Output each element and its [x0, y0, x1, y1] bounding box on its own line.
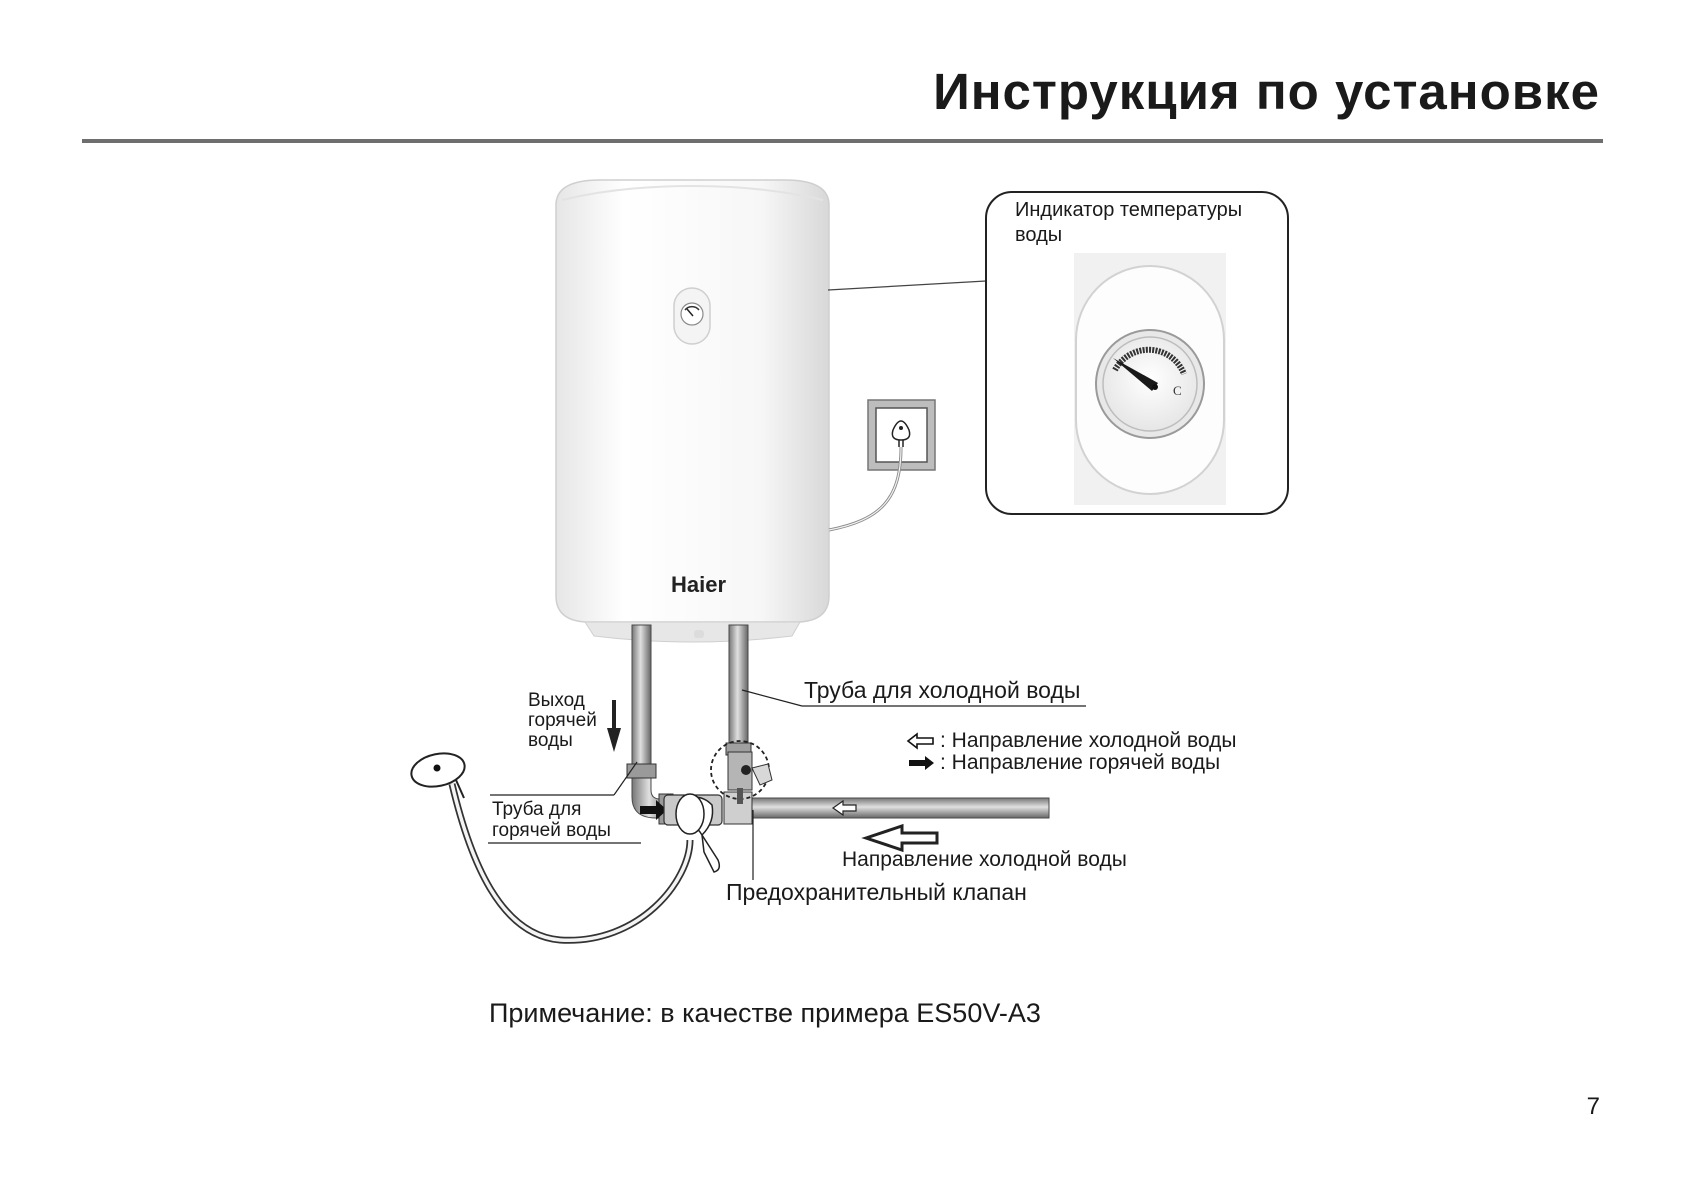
hot-outlet-arrow-icon [607, 700, 621, 752]
hot-pipe-label-line1: Труба для [492, 800, 581, 820]
tank-dial-icon [674, 288, 710, 344]
cold-water-pipe [726, 625, 751, 760]
footer-note: Примечание: в качестве примера ES50V-A3 [489, 998, 1041, 1029]
hot-water-pipe [627, 625, 673, 824]
dial-unit-label: C [1173, 380, 1182, 402]
cold-pipe-leader [742, 690, 802, 706]
brand-logo: Haier [671, 574, 726, 596]
cold-direction-arrow-icon [866, 826, 937, 850]
filled-arrow-right-icon [906, 754, 936, 772]
outline-arrow-left-icon [906, 732, 936, 750]
cold-pipe-label: Труба для холодной воды [804, 678, 1080, 702]
legend-hot-text: : Направление горячей воды [940, 752, 1220, 774]
safety-valve-label: Предохранительный клапан [726, 880, 1027, 904]
indicator-label-line2: воды [1015, 224, 1062, 246]
temperature-dial-icon [1096, 330, 1204, 438]
page-number: 7 [1587, 1093, 1600, 1121]
power-socket-icon [829, 400, 935, 530]
hot-outlet-label-line1: Выход [528, 691, 585, 711]
hot-outlet-label-line3: воды [528, 731, 573, 751]
legend-cold: : Направление холодной воды [906, 730, 1236, 752]
hot-outlet-label-line2: горячей [528, 711, 597, 731]
mixer-faucet-icon [664, 794, 722, 872]
callout-line [828, 281, 986, 290]
cold-supply-pipe [724, 792, 1049, 824]
indicator-label-line1: Индикатор температуры [1015, 199, 1242, 221]
legend-cold-text: : Направление холодной воды [940, 730, 1236, 752]
legend-hot: : Направление горячей воды [906, 752, 1220, 774]
cold-direction-label: Направление холодной воды [842, 849, 1127, 871]
hot-pipe-label-line2: горячей воды [492, 821, 611, 841]
